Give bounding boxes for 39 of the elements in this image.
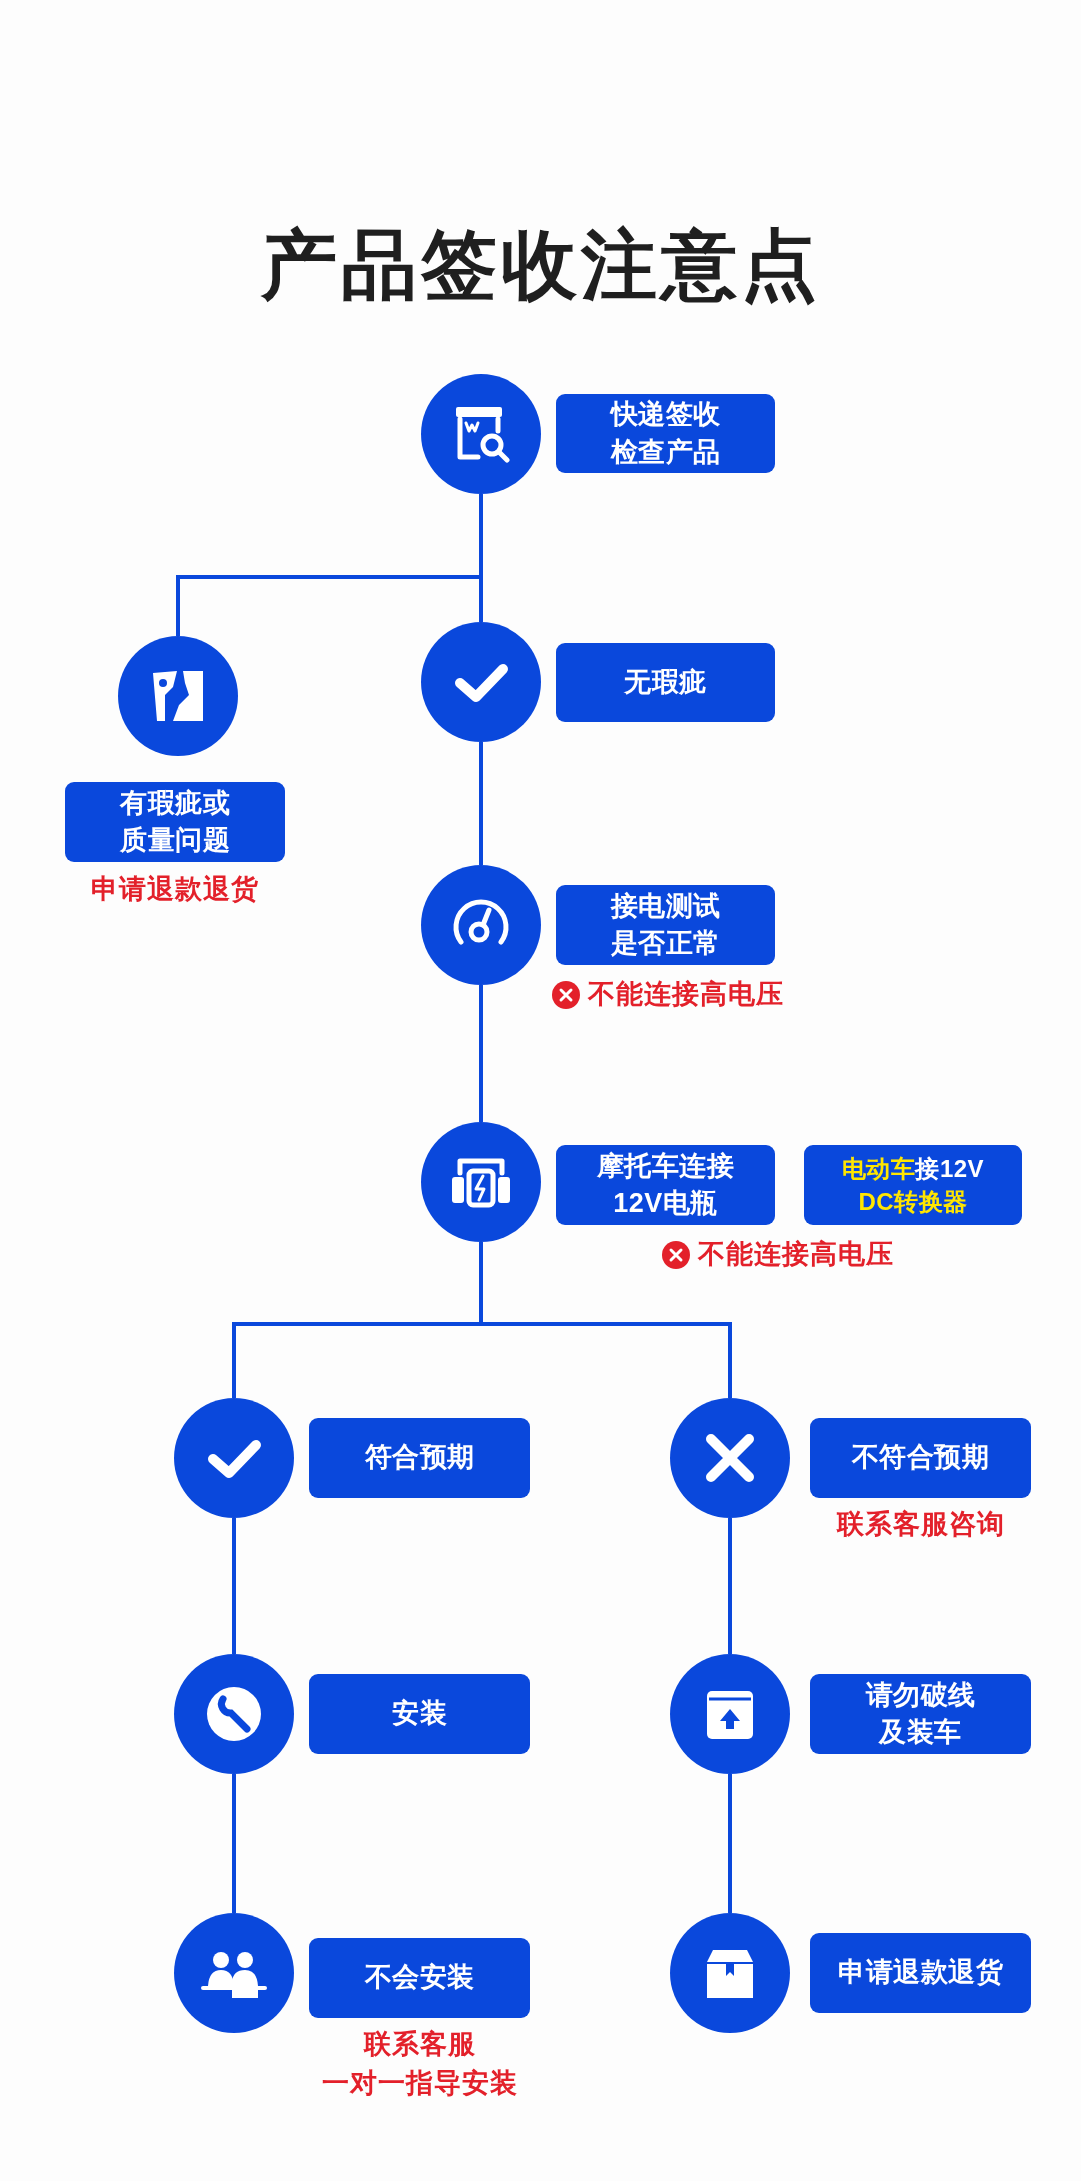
step-label-box (65, 782, 285, 862)
step-text: 有瑕疵或质量问题 (118, 786, 231, 857)
step-text: 符合预期 (364, 1441, 475, 1475)
warning-note: 联系客服咨询 (836, 1508, 1005, 1541)
step-text: 接电测试是否正常 (609, 889, 722, 960)
step-label-box (556, 885, 775, 965)
step-label-box (309, 1418, 530, 1498)
step-text: 请勿破线及装车 (864, 1678, 977, 1749)
step-label-box (556, 643, 775, 722)
step-label-box (556, 394, 775, 473)
connector-line (479, 494, 483, 622)
step-text: 快递签收检查产品 (609, 398, 722, 469)
warning-note: 联系客服 (364, 2028, 476, 2061)
step-text: 不符合预期 (851, 1441, 990, 1475)
step-label-box (309, 1938, 530, 2018)
connector-line (479, 1242, 732, 1398)
connector-line (479, 742, 483, 865)
step-label-box (556, 1145, 775, 1225)
step-label-box (804, 1145, 1022, 1225)
step-label-box (810, 1933, 1031, 2013)
step-label-box (810, 1418, 1031, 1498)
step-text: 无瑕疵 (624, 665, 707, 699)
warning-note: 申请退款退货 (91, 873, 259, 906)
connector-line (728, 1774, 732, 1913)
page-title: 产品签收注意点 (260, 221, 821, 309)
connector-line (232, 1518, 236, 1654)
step-text: 申请退款退货 (838, 1956, 1003, 1990)
connector-line (232, 1774, 236, 1913)
connector-line (479, 985, 483, 1122)
warning-note: 一对一指导安装 (322, 2067, 518, 2101)
connector-line (728, 1518, 732, 1654)
step-text: 安装 (392, 1697, 447, 1731)
warning-note: 不能连接高电压 (697, 1238, 894, 1271)
step-text: 不会安装 (364, 1961, 475, 1995)
step-label-box (810, 1674, 1031, 1754)
step-text: 摩托车连接12V电瓶 (595, 1149, 736, 1220)
step-text: 电动车接12V DC转换器 (840, 1153, 986, 1217)
step-label-box (309, 1674, 530, 1754)
warning-note: 不能连接高电压 (587, 978, 784, 1011)
